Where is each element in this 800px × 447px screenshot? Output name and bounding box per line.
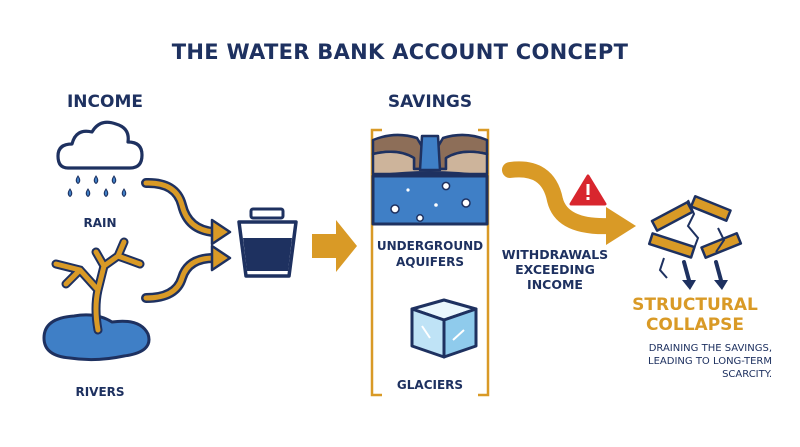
withdrawals-label-line-3: INCOME bbox=[527, 277, 583, 292]
glaciers-label: GLACIERS bbox=[396, 378, 464, 392]
collapse-note-line-1: DRAINING THE SAVINGS, bbox=[648, 343, 772, 354]
collapse-heading-line-1: STRUCTURAL bbox=[632, 295, 758, 315]
collapse-heading-line-2: COLLAPSE bbox=[645, 315, 745, 335]
rain-label: RAIN bbox=[83, 216, 117, 230]
warning-icon bbox=[569, 174, 607, 206]
cracked-beams-icon bbox=[647, 194, 743, 290]
water-glass-icon bbox=[237, 207, 298, 278]
aquifers-label-line-1: UNDERGROUND bbox=[376, 239, 484, 253]
income-heading: INCOME bbox=[66, 92, 143, 112]
withdrawals-label-line-1: WITHDRAWALS bbox=[501, 247, 609, 262]
collapse-note-line-3: SCARCITY. bbox=[722, 369, 772, 380]
savings-bracket bbox=[370, 128, 490, 397]
rain-cloud-icon bbox=[56, 120, 144, 198]
collapse-note-line-2: LEADING TO LONG-TERM bbox=[648, 356, 772, 367]
flow-arrow-icon bbox=[312, 220, 357, 272]
river-tree-icon bbox=[42, 237, 151, 362]
page-title: THE WATER BANK ACCOUNT CONCEPT bbox=[171, 40, 629, 64]
withdrawal-arrow bbox=[502, 161, 636, 245]
savings-heading: SAVINGS bbox=[387, 92, 473, 112]
rivers-label: RIVERS bbox=[75, 385, 125, 399]
withdrawals-label-line-2: EXCEEDING bbox=[515, 262, 595, 277]
aquifers-label-line-2: AQUIFERS bbox=[396, 255, 464, 269]
income-arrows bbox=[141, 177, 232, 303]
aquifer-icon bbox=[371, 133, 489, 226]
glacier-icon bbox=[410, 298, 478, 359]
